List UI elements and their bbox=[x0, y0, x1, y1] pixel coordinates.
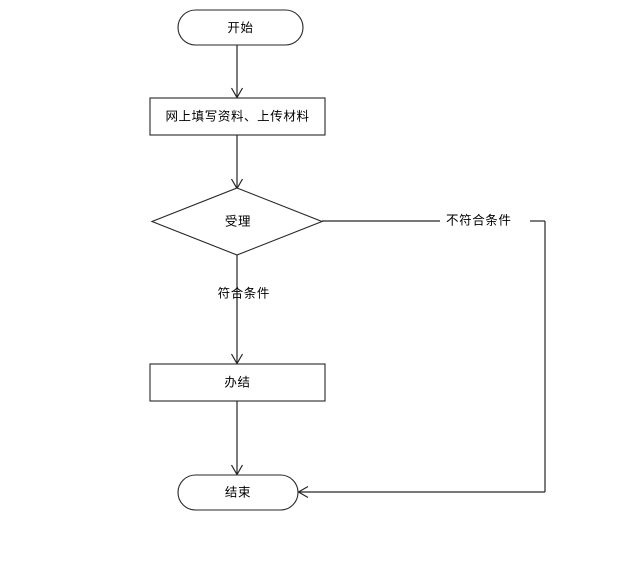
edge-fill-to-accept bbox=[230, 135, 244, 190]
node-end[interactable]: 结束 bbox=[177, 474, 299, 511]
node-online-fill-upload-label: 网上填写资料、上传材料 bbox=[165, 109, 309, 124]
node-start[interactable]: 开始 bbox=[177, 9, 304, 46]
edge-start-to-fill bbox=[230, 45, 244, 99]
node-finish-label: 办结 bbox=[224, 375, 250, 390]
node-start-label: 开始 bbox=[227, 20, 253, 35]
edge-accept-to-end-reject bbox=[297, 220, 546, 499]
edge-label-not-meets-condition: 不符合条件 bbox=[446, 213, 512, 228]
node-accept-decision[interactable]: 受理 bbox=[150, 187, 324, 256]
node-online-fill-upload[interactable]: 网上填写资料、上传材料 bbox=[149, 97, 326, 136]
node-end-label: 结束 bbox=[225, 485, 251, 500]
edge-label-meets-condition: 符合条件 bbox=[218, 286, 270, 301]
edge-finish-to-end bbox=[230, 400, 244, 476]
node-accept-decision-label: 受理 bbox=[225, 214, 251, 229]
edge-accept-to-finish bbox=[230, 255, 244, 365]
node-finish[interactable]: 办结 bbox=[149, 363, 326, 402]
